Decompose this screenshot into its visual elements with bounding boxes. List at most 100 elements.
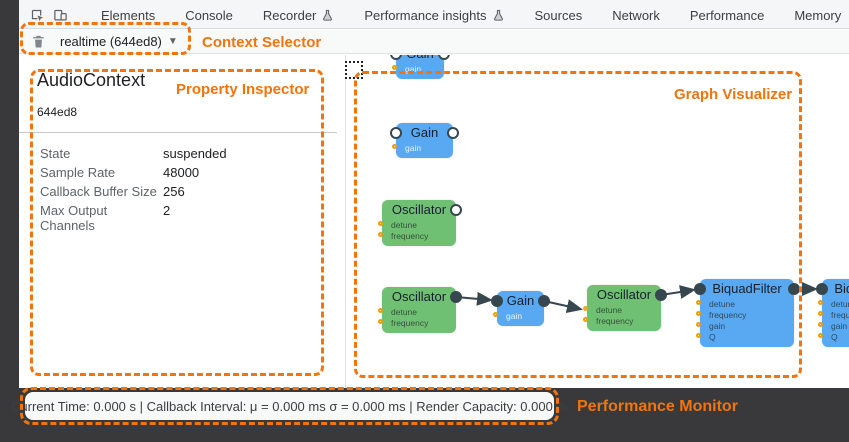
tab-label: Performance (689, 8, 765, 23)
param-row-frequency: frequency (378, 318, 456, 329)
param-label: Q (709, 332, 716, 342)
output-port (788, 283, 800, 295)
experiment-icon (323, 9, 333, 21)
param-label: gain (709, 321, 726, 331)
param-row-gain: gain (696, 321, 794, 332)
param-label: Q (831, 332, 838, 342)
param-label: detune (709, 299, 735, 309)
context-selector-dropdown[interactable]: realtime (644ed8) ▼ (60, 34, 178, 49)
param-row-q: Q (696, 332, 794, 343)
performance-metrics-text: Current Time: 0.000 s | Callback Interva… (11, 398, 568, 414)
devtools-tabbar: Elements Console Recorder Performance insig… (19, 0, 849, 29)
tab-elements[interactable]: Elements (86, 3, 170, 29)
input-port (816, 283, 828, 295)
tab-label: Memory (794, 8, 842, 23)
param-row-frequency: frequency (818, 310, 849, 321)
property-row: Callback Buffer Size 256 (40, 184, 345, 199)
param-port-gain (392, 65, 397, 70)
chevron-down-icon: ▼ (167, 36, 178, 47)
tab-memory[interactable]: Memory (779, 3, 849, 29)
tab-label: Recorder (262, 8, 317, 23)
output-port (450, 204, 462, 216)
param-label: detune (391, 307, 417, 317)
annotation-corner-marker (345, 61, 363, 79)
node-type-label: BiquadFilter (834, 281, 849, 296)
param-label: frequency (391, 231, 429, 241)
tab-performance-insights[interactable]: Performance insights (349, 3, 519, 29)
param-label: detune (596, 305, 622, 315)
param-port-detune (378, 308, 383, 313)
property-row: Max Output Channels 2 (40, 203, 345, 233)
property-value: 256 (163, 184, 185, 199)
webaudio-toolbar: realtime (644ed8) ▼ (19, 30, 849, 54)
tab-sources[interactable]: Sources (520, 3, 598, 29)
audiocontext-title: AudioContext (37, 70, 146, 90)
output-port (655, 289, 667, 301)
node-type-label: Oscillator (391, 202, 447, 217)
param-label: detune (831, 299, 849, 309)
param-row-detune: detune (583, 305, 661, 316)
trash-icon[interactable] (31, 34, 46, 49)
param-port-detune (583, 306, 588, 311)
param-port-gain (696, 322, 701, 327)
param-port-detune (378, 221, 383, 226)
param-port-detune (696, 300, 701, 305)
property-inspector-annotation-label: Property Inspector (176, 81, 310, 98)
tab-label: Network (612, 8, 660, 23)
property-value: suspended (163, 146, 227, 161)
tab-label: Sources (534, 8, 583, 23)
param-row-frequency: frequency (696, 310, 794, 321)
param-row-detune: detune (378, 307, 456, 318)
toggle-device-toolbar-icon[interactable] (53, 7, 68, 24)
node-type-label: Gain (410, 125, 439, 140)
param-port-frequency (583, 317, 588, 322)
param-label: detune (391, 220, 417, 230)
param-row-detune: detune (818, 299, 849, 310)
param-row-q: Q (818, 332, 849, 343)
tab-performance[interactable]: Performance (675, 3, 779, 29)
node-type-label: Gain (506, 293, 535, 308)
param-row-gain: gain (392, 143, 453, 154)
tab-recorder[interactable]: Recorder (248, 3, 349, 29)
param-row-detune: detune (378, 220, 456, 231)
param-port-frequency (378, 319, 383, 324)
param-row-frequency: frequency (583, 316, 661, 327)
param-row-frequency: frequency (378, 231, 456, 242)
context-selector-value: realtime (644ed8) (60, 34, 162, 49)
tab-strip: Elements Console Recorder Performance insig… (86, 3, 849, 29)
param-label: gain (831, 321, 848, 331)
param-port-frequency (818, 311, 823, 316)
param-label: gain (405, 143, 422, 153)
param-label: frequency (831, 310, 849, 320)
tab-label: Console (185, 8, 233, 23)
property-label: Max Output Channels (40, 203, 108, 233)
property-value: 2 (163, 203, 171, 218)
graph-visualizer-canvas[interactable]: GaingainGaingainOscillatordetunefrequenc… (347, 55, 849, 388)
performance-monitor-annotation-label: Performance Monitor (577, 398, 738, 415)
property-label: Callback Buffer Size (40, 184, 157, 199)
inspect-element-icon[interactable] (30, 7, 45, 24)
tab-network[interactable]: Network (597, 3, 675, 29)
param-row-gain: gain (392, 64, 444, 75)
output-port (450, 291, 462, 303)
node-type-label: BiquadFilter (712, 281, 782, 296)
graph-node-gain-2[interactable]: Gain gain (390, 123, 459, 158)
node-type-label: Oscillator (596, 287, 652, 302)
param-port-q (818, 333, 823, 338)
input-port (694, 283, 706, 295)
param-label: frequency (709, 310, 747, 320)
devtools-window: Elements Console Recorder Performance insig… (19, 0, 849, 388)
tab-console[interactable]: Console (170, 3, 248, 29)
inspector-divider (19, 132, 337, 133)
